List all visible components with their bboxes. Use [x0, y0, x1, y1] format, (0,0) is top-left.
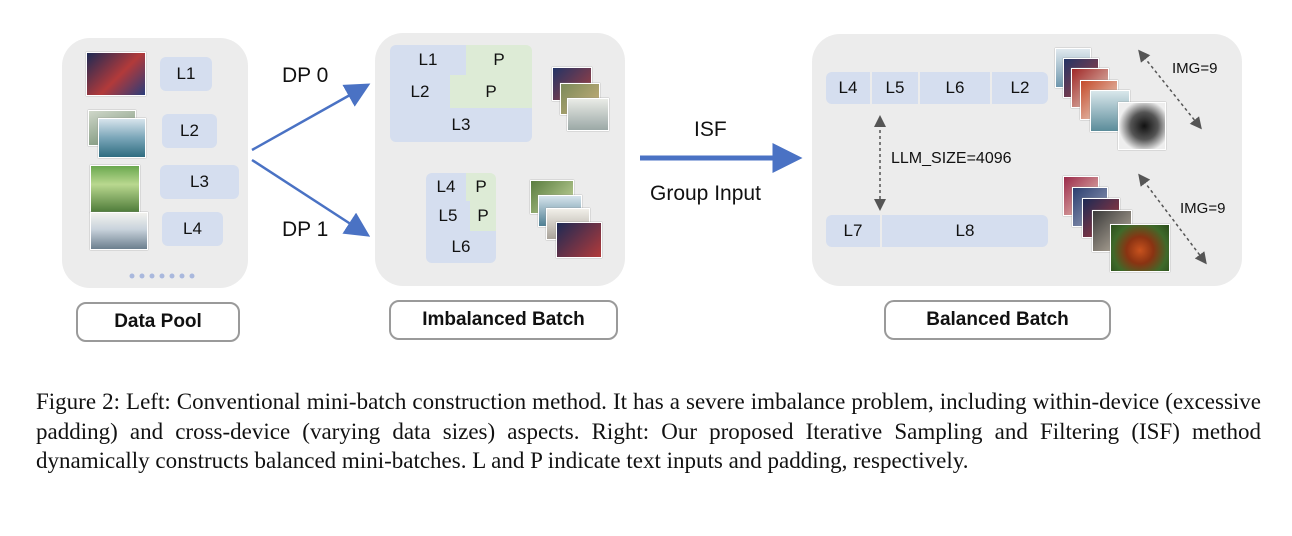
data-pool-image-4 — [90, 212, 148, 250]
data-pool-image-3 — [90, 165, 140, 213]
data-pool-image-1 — [86, 52, 146, 96]
imb-dp0-p2: P — [450, 75, 532, 108]
imb-dp0-l2: L2 — [390, 75, 450, 108]
dp1-label: DP 1 — [282, 218, 329, 241]
dp0-arrow — [251, 83, 371, 152]
figure-caption: Figure 2: Left: Conventional mini-batch … — [36, 389, 1261, 473]
imb-dp1-image-4 — [556, 222, 602, 258]
bal-row2-l8: L8 — [882, 215, 1048, 247]
bal-row1-l5: L5 — [872, 72, 918, 104]
imb-dp0-p1: P — [466, 45, 532, 75]
imb-dp1-l6: L6 — [426, 231, 496, 263]
img-top-label: IMG=9 — [1172, 60, 1218, 77]
more-items-indicator — [128, 267, 196, 279]
llm-size-label: LLM_SIZE=4096 — [891, 150, 1012, 167]
bal-top-image-6 — [1118, 102, 1166, 150]
isf-label: ISF — [694, 118, 727, 141]
data-pool-chip-l3: L3 — [160, 165, 239, 199]
img-bottom-label: IMG=9 — [1180, 200, 1226, 217]
bal-row1-l2: L2 — [992, 72, 1048, 104]
data-pool-name-box: Data Pool — [76, 302, 240, 342]
bal-bottom-image-5 — [1110, 224, 1170, 272]
bal-row1-l4: L4 — [826, 72, 870, 104]
imb-dp1-p4: P — [466, 173, 496, 201]
imb-dp1-l4: L4 — [426, 173, 466, 201]
balanced-batch-name-box: Balanced Batch — [884, 300, 1111, 340]
data-pool-chip-l2: L2 — [162, 114, 217, 148]
imb-dp0-image-3 — [567, 98, 609, 131]
dp0-label: DP 0 — [282, 64, 329, 87]
imb-dp1-p5: P — [470, 201, 496, 231]
data-pool-chip-l4: L4 — [162, 212, 223, 246]
imb-dp1-l5: L5 — [426, 201, 470, 231]
data-pool-image-2 — [98, 118, 146, 158]
imb-dp0-l1: L1 — [390, 45, 466, 75]
imb-dp0-l3: L3 — [390, 108, 532, 142]
bal-row2-l7: L7 — [826, 215, 880, 247]
dp1-arrow — [251, 158, 371, 237]
imbalanced-batch-name-box: Imbalanced Batch — [389, 300, 618, 340]
img-top-arrow — [1138, 49, 1202, 130]
group-input-label: Group Input — [650, 182, 761, 205]
data-pool-chip-l1: L1 — [160, 57, 212, 91]
bal-row1-l6: L6 — [920, 72, 990, 104]
